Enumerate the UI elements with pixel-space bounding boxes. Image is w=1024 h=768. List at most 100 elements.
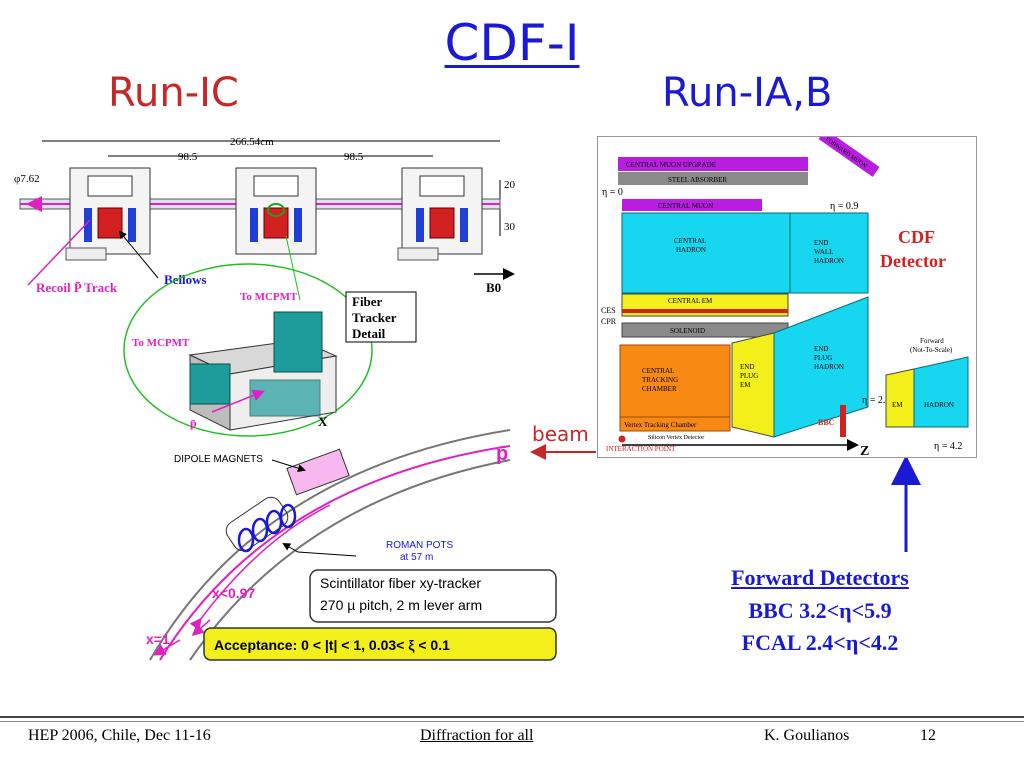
footer-rule <box>0 716 1024 718</box>
acceptance-text: Acceptance: 0 < |t| < 1, 0.03< ξ < 0.1 <box>214 637 450 653</box>
label-eta42: η = 4.2 <box>934 441 962 452</box>
forward-detectors-fcal: FCAL 2.4<η<4.2 <box>741 630 899 655</box>
cdf-detector-diagram: CENTRAL MUON UPGRADE STEEL ABSORBER η = … <box>601 129 969 459</box>
beamline-outer <box>149 429 511 661</box>
roman-pot-loops <box>237 503 297 553</box>
subtitle-run-iab: Run-IA,B <box>662 70 833 116</box>
central-muon <box>622 199 762 211</box>
label-fiber-1: Fiber <box>352 294 383 309</box>
central-muon-upgrade <box>618 157 808 171</box>
end-plug-em <box>731 332 775 438</box>
solenoid <box>621 322 789 338</box>
label-ces: CES <box>601 306 616 315</box>
dim-total: 266.54cm <box>230 136 274 148</box>
label-detector: Detector <box>880 251 946 271</box>
tracker-outline <box>123 263 373 437</box>
label-eta09: η = 0.9 <box>830 201 858 212</box>
label-eta0: η = 0 <box>602 187 623 198</box>
label-forward-muon: FORWARD MUON <box>824 137 868 170</box>
dim-phi: φ7.62 <box>14 173 40 185</box>
label-end-wall-1: END <box>814 239 828 247</box>
vertex-tracking-chamber <box>619 416 731 432</box>
footer-title-link[interactable]: Diffraction for all <box>420 727 534 744</box>
label-ctc-3: CHAMBER <box>642 385 677 393</box>
beamline-inner <box>189 459 511 661</box>
label-bellows: Bellows <box>164 272 207 287</box>
central-hadron <box>621 212 791 294</box>
label-central-muon: CENTRAL MUON <box>658 202 713 210</box>
dim-30: 30 <box>504 221 516 233</box>
bbc-bar <box>840 405 846 437</box>
label-em: EM <box>892 401 903 409</box>
label-end-wall-3: HADRON <box>814 257 844 265</box>
diffractive-trajectory <box>189 504 331 631</box>
label-central-hadron-2: HADRON <box>676 246 706 254</box>
fcal-hadron <box>913 356 969 428</box>
interaction-point-dot <box>618 435 626 443</box>
label-interaction-point: INTERACTION POINT <box>606 445 676 453</box>
cdf-detector-panel: CENTRAL MUON UPGRADE STEEL ABSORBER η = … <box>597 129 977 459</box>
label-recoil: Recoil P̄ Track <box>36 280 118 295</box>
label-plug-em-3: EM <box>740 381 751 389</box>
footer-page-number: 12 <box>920 727 936 744</box>
label-ctc-2: TRACKING <box>642 376 678 384</box>
label-mcpmt-1: To MCPMT <box>240 291 298 303</box>
roman-pot-2 <box>235 167 317 255</box>
label-hadron: HADRON <box>924 401 954 409</box>
label-mcpmt-2: To MCPMT <box>132 337 190 349</box>
roman-pot-3 <box>397 167 483 261</box>
subtitle-run-ic: Run-IC <box>108 70 239 116</box>
ces-layer <box>622 309 788 313</box>
label-x: X <box>318 414 328 429</box>
forward-muon <box>818 129 880 177</box>
acceptance-box <box>203 627 557 661</box>
pbar-trajectory <box>159 445 511 661</box>
end-plug-hadron <box>773 296 869 438</box>
central-tracking-chamber <box>619 344 731 418</box>
label-plug-had-3: HADRON <box>814 363 844 371</box>
label-central-em: CENTRAL EM <box>668 297 713 305</box>
label-plug-had-1: END <box>814 345 828 353</box>
label-solenoid: SOLENOID <box>670 327 705 335</box>
label-plug-em-1: END <box>740 363 754 371</box>
dim-spacing-2: 98.5 <box>344 151 364 163</box>
label-b0: B0 <box>486 280 501 295</box>
label-ctc-1: CENTRAL <box>642 367 674 375</box>
forward-detectors-bbc: BBC 3.2<η<5.9 <box>748 598 892 623</box>
end-wall-hadron <box>789 212 869 294</box>
label-eta24: η = 2.4 <box>862 395 890 406</box>
label-steel-absorber: STEEL ABSORBER <box>668 176 727 184</box>
fiber-tracker-detail <box>188 311 338 431</box>
label-bbc: BBC <box>818 418 835 427</box>
label-silicon: Silicon Vertex Detector <box>648 435 704 441</box>
label-x097: x<0.97 <box>212 585 255 601</box>
label-central-hadron-1: CENTRAL <box>674 237 706 245</box>
label-cpr: CPR <box>601 317 617 326</box>
tracker-line2: 270 µ pitch, 2 m lever arm <box>320 597 482 613</box>
label-plug-had-2: PLUG <box>814 354 832 362</box>
label-pbar-small: p̄ <box>190 416 197 430</box>
label-dipole: DIPOLE MAGNETS <box>174 454 263 465</box>
footer-author: K. Goulianos <box>764 727 850 744</box>
label-pbar: p̄ <box>496 443 508 465</box>
label-not-to-scale: (Not-To-Scale) <box>910 346 953 354</box>
label-roman-pots-2: at 57 m <box>400 552 433 563</box>
label-central-muon-upgrade: CENTRAL MUON UPGRADE <box>626 161 716 169</box>
beam-label: beam <box>532 422 589 446</box>
label-end-wall-2: WALL <box>814 248 833 256</box>
footer-event: HEP 2006, Chile, Dec 11-16 <box>28 727 211 744</box>
label-cdf: CDF <box>898 227 935 247</box>
dim-20: 20 <box>504 179 516 191</box>
label-plug-em-2: PLUG <box>740 372 758 380</box>
tracker-line1: Scintillator fiber xy-tracker <box>320 575 481 591</box>
steel-absorber <box>618 172 808 185</box>
forward-detectors-title: Forward Detectors <box>731 565 909 590</box>
slide-title: CDF-I <box>444 14 580 72</box>
dim-spacing-1: 98.5 <box>178 151 198 163</box>
fcal-em <box>885 368 915 428</box>
label-fiber-3: Detail <box>352 326 386 341</box>
footer-rule-thin <box>0 721 1024 722</box>
recoil-leader <box>27 219 91 286</box>
label-x1: x=1 <box>146 631 170 647</box>
